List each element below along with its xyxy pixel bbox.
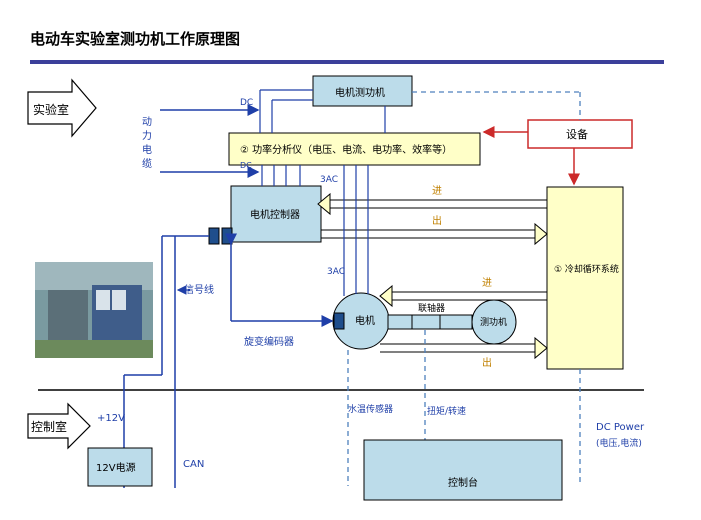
- motor-port: [333, 312, 345, 330]
- power-analyzer-box: [228, 132, 481, 166]
- motor-label: 电机: [355, 314, 375, 327]
- controller-port-2: [221, 227, 233, 245]
- console-label: 控制台: [448, 476, 478, 489]
- pipe-controller-in: [317, 192, 547, 216]
- coupling-shaft: [387, 314, 473, 330]
- page-title: 电动车实验室测功机工作原理图: [30, 30, 240, 48]
- dc-small-label: DC: [240, 161, 252, 170]
- dc-power-sub-label: (电压,电流): [596, 437, 642, 449]
- controller-port-1: [208, 227, 220, 245]
- pipe-controller-out: [321, 222, 548, 246]
- lab-photo: [35, 262, 153, 358]
- vac-label-2: 3AC: [327, 267, 345, 277]
- device-label: 设备: [566, 127, 588, 141]
- torque-label: 扭矩/转速: [427, 405, 466, 417]
- motor-controller-box: [230, 185, 322, 243]
- cooling-label: ① 冷却循环系统: [554, 263, 619, 275]
- zone-control-label: 控制室: [31, 419, 67, 434]
- can-label: CAN: [183, 459, 204, 470]
- v12-label: +12V: [97, 413, 125, 424]
- pipe-motor-out: [380, 336, 548, 360]
- psu-label: 12V电源: [96, 461, 136, 474]
- water-sensor-label: 水温传感器: [348, 403, 393, 415]
- label-out-2: 出: [482, 356, 492, 369]
- zone-control-arrow: 控制室: [27, 402, 91, 450]
- cooling-box: [546, 186, 624, 370]
- title-bar: [30, 60, 664, 64]
- dyno-motor-box: [312, 75, 413, 107]
- dc-label: DC: [240, 98, 253, 108]
- label-out-1: 出: [432, 214, 442, 227]
- motor-controller-label: 电机控制器: [250, 208, 300, 221]
- power-analyzer-label: ② 功率分析仪（电压、电流、电功率、效率等）: [240, 143, 452, 156]
- label-in-2: 进: [482, 277, 492, 289]
- dyno-motor-label: 电机测功机: [335, 86, 385, 99]
- pipe-motor-in: [379, 284, 547, 308]
- vac-label-1: 3AC: [320, 175, 338, 185]
- power-cable-char-1: 动: [142, 116, 152, 128]
- dc-power-label: DC Power: [596, 422, 645, 433]
- zone-lab-label: 实验室: [33, 102, 69, 117]
- dyno-label: 测功机: [480, 316, 507, 328]
- console-box: [363, 439, 563, 501]
- power-cable-char-3: 电: [142, 143, 152, 156]
- power-cable-char-4: 缆: [142, 157, 152, 170]
- resolver-label: 旋变编码器: [244, 335, 294, 348]
- signal-label: 信号线: [184, 283, 214, 296]
- label-in-1: 进: [432, 185, 442, 197]
- zone-lab-arrow: 实验室: [27, 78, 97, 138]
- power-cable-char-2: 力: [142, 129, 152, 142]
- coupling-label: 联轴器: [418, 302, 445, 314]
- psu-box: [87, 447, 153, 487]
